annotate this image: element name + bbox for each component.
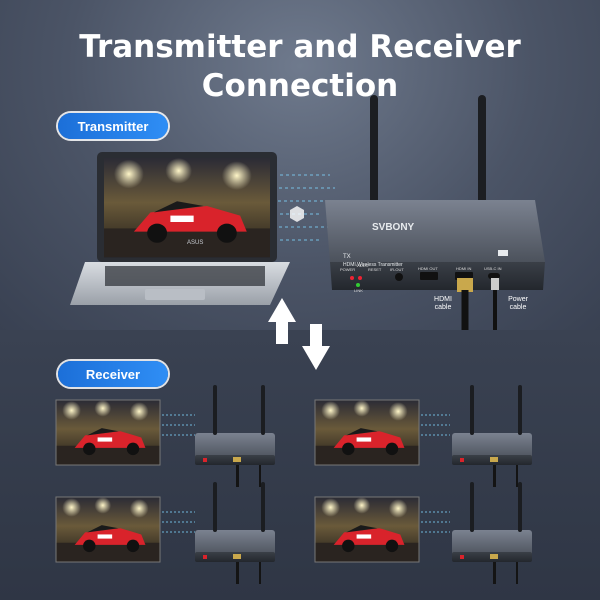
device-brand: SVBONY [372,222,415,233]
laptop: ASUS [70,152,290,305]
title-line-2: Connection [201,68,399,104]
receiver-set-1 [55,385,275,487]
bidirectional-arrows-icon [268,298,330,370]
page-title: Transmitter and Receiver Connection [0,28,600,106]
port-reset-label: RESET [368,267,382,272]
port-ir-out-label: IR-OUT [390,267,404,272]
hdmi-cable-label: HDMI cable [434,296,452,311]
port-hdmi-in-label: HDMI IN [456,266,471,271]
device-model-name: HDMI Wireless Transmitter [343,262,403,268]
port-video-label: VIDEO [356,263,368,268]
port-usb-c-label: USB-C IN [484,266,502,271]
device-model-code: TX [343,254,351,260]
transmitter-label: Transmitter [58,113,168,139]
port-power-label: POWER [340,267,355,272]
port-link-label: LINK [354,288,363,293]
receiver-set-4 [314,482,532,584]
port-hdmi-out-label: HDMI OUT [418,266,438,271]
receiver-set-3 [55,482,275,584]
2k-badge-icon [498,250,508,256]
power-cable-label: Power cable [508,296,528,311]
receiver-label: Receiver [58,361,168,387]
title-line-1: Transmitter and Receiver [79,29,521,65]
hexagon-icon [290,206,304,222]
receiver-set-2 [314,385,532,487]
power-led-icon [350,276,354,280]
laptop-brand: ASUS [187,240,203,246]
transmitter-device: SVBONY TX HDMI Wireless Transmitter POWE… [325,95,545,330]
